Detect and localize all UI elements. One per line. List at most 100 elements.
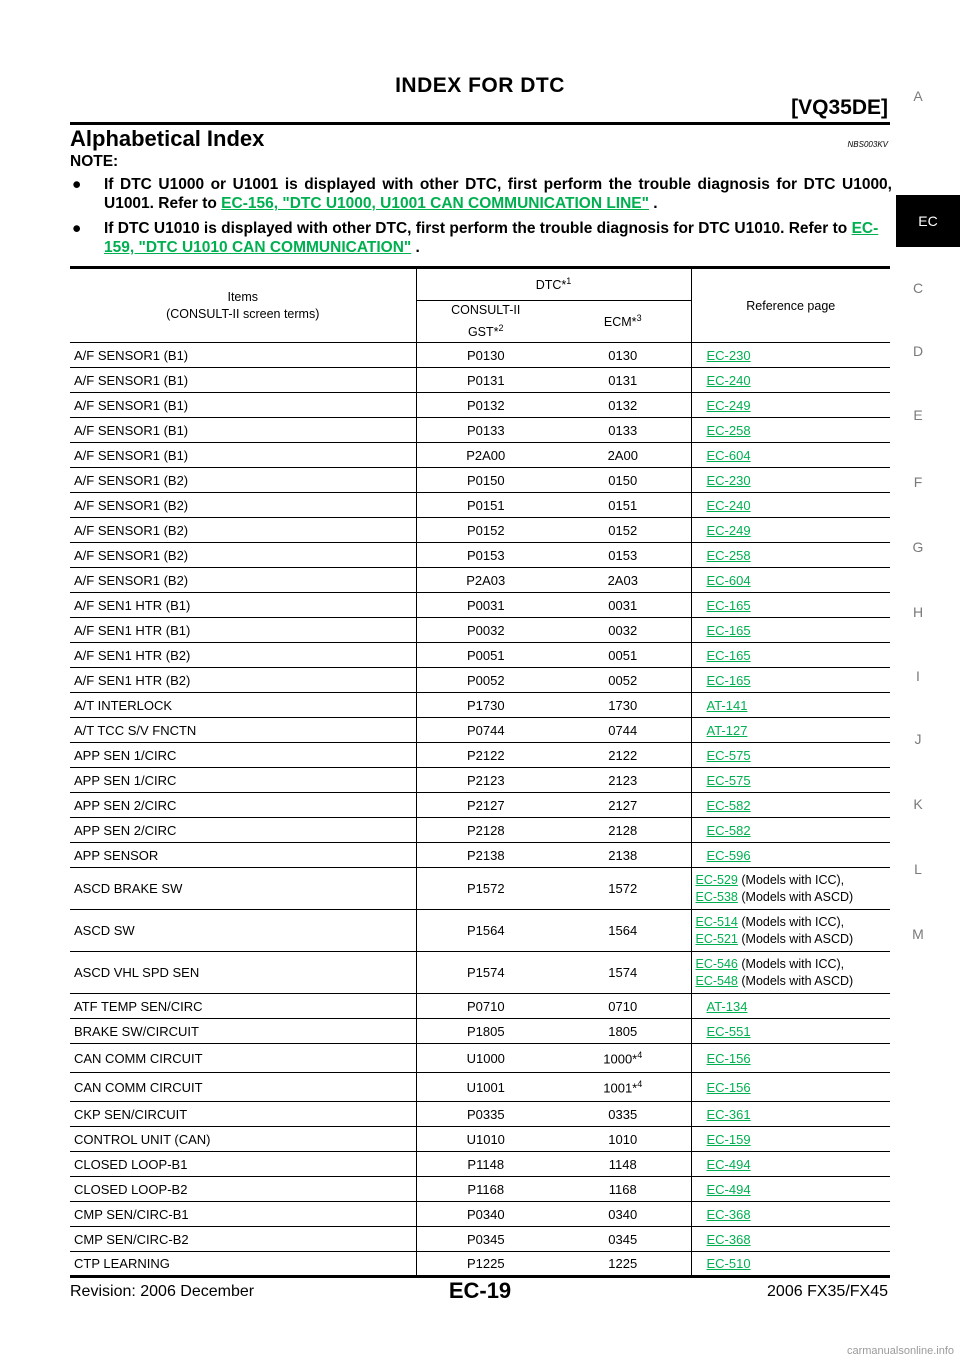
- ecm-code-cell: 0132: [555, 392, 691, 418]
- ecm-code: 2127: [608, 797, 638, 813]
- ecm-code-cell: 0133: [555, 417, 691, 443]
- reference-link[interactable]: EC-258: [706, 422, 751, 438]
- reference-link[interactable]: EC-159: [706, 1131, 751, 1147]
- reference-link[interactable]: EC-596: [706, 847, 751, 863]
- reference-link[interactable]: EC-361: [706, 1106, 751, 1122]
- reference-link[interactable]: EC-230: [706, 472, 751, 488]
- reference-link[interactable]: EC-368: [706, 1231, 751, 1247]
- ecm-code: 2122: [608, 747, 638, 763]
- reference-cell: EC-249: [690, 517, 890, 543]
- item-cell: CMP SEN/CIRC-B2: [70, 1226, 416, 1252]
- reference-header: Reference page: [690, 266, 890, 343]
- reference-link[interactable]: EC-165: [706, 672, 751, 688]
- reference-link[interactable]: EC-494: [706, 1156, 751, 1172]
- reference-link[interactable]: EC-368: [706, 1206, 751, 1222]
- reference-link[interactable]: EC-165: [706, 597, 751, 613]
- reference-link[interactable]: EC-510: [706, 1256, 751, 1271]
- reference-link[interactable]: EC-494: [706, 1181, 751, 1197]
- consult-header-line2: GST*2: [467, 323, 504, 340]
- reference-link[interactable]: EC-156: [706, 1079, 751, 1095]
- note-item: ● If DTC U1010 is displayed with other D…: [70, 219, 892, 257]
- reference-link[interactable]: EC-529: [695, 872, 738, 887]
- reference-link[interactable]: EC-249: [706, 397, 751, 413]
- side-tab-f[interactable]: F: [913, 474, 923, 490]
- reference-link[interactable]: EC-514: [695, 914, 738, 929]
- ecm-code: 0150: [608, 472, 638, 488]
- reference-link[interactable]: AT-141: [706, 697, 748, 713]
- note-link[interactable]: EC-156, "DTC U1000, U1001 CAN COMMUNICAT…: [221, 195, 649, 212]
- item-cell: A/F SENSOR1 (B2): [70, 517, 416, 543]
- ecm-code-cell: 0710: [555, 993, 691, 1019]
- reference-link[interactable]: EC-575: [706, 772, 751, 788]
- ecm-code-cell: 0150: [555, 467, 691, 493]
- ecm-code-cell: 1010: [555, 1126, 691, 1152]
- side-tab-h[interactable]: H: [912, 604, 924, 620]
- reference-cell: EC-240: [690, 492, 890, 518]
- reference-link[interactable]: AT-134: [706, 998, 748, 1014]
- reference-link[interactable]: EC-546: [695, 956, 738, 971]
- note-link[interactable]: EC-159, "DTC U1010 CAN COMMUNICATION": [104, 220, 879, 256]
- footnote-marker: 3: [636, 313, 642, 324]
- side-tab-i[interactable]: I: [916, 668, 920, 684]
- note-text: If DTC U1000 or U1001 is displayed with …: [104, 176, 892, 212]
- reference-link[interactable]: EC-575: [706, 747, 751, 763]
- ecm-code-cell: 2127: [555, 792, 691, 818]
- consult-code-cell: P0152: [415, 517, 555, 543]
- reference-link[interactable]: EC-240: [706, 372, 751, 388]
- side-tab-d[interactable]: D: [912, 343, 924, 359]
- item-cell: A/F SENSOR1 (B1): [70, 342, 416, 368]
- reference-link[interactable]: EC-548: [695, 973, 738, 988]
- side-tab-k[interactable]: K: [913, 796, 923, 812]
- reference-link[interactable]: EC-165: [706, 647, 751, 663]
- reference-link[interactable]: EC-538: [695, 889, 738, 904]
- reference-link[interactable]: EC-165: [706, 622, 751, 638]
- reference-cell: EC-575: [690, 742, 890, 768]
- reference-link[interactable]: EC-604: [706, 447, 751, 463]
- reference-link[interactable]: EC-258: [706, 547, 751, 563]
- item-cell: A/F SENSOR1 (B1): [70, 367, 416, 393]
- side-tab-ec[interactable]: EC: [896, 195, 960, 247]
- side-tab-j[interactable]: J: [914, 731, 922, 747]
- side-tab-c[interactable]: C: [912, 280, 924, 296]
- consult-code-cell: P0031: [415, 592, 555, 618]
- side-tab-g[interactable]: G: [912, 539, 924, 555]
- side-tab-a[interactable]: A: [913, 88, 923, 104]
- consult-code-cell: P0131: [415, 367, 555, 393]
- reference-link[interactable]: EC-582: [706, 797, 751, 813]
- reference-link[interactable]: EC-521: [695, 931, 738, 946]
- reference-link[interactable]: EC-582: [706, 822, 751, 838]
- reference-link[interactable]: AT-127: [706, 722, 748, 738]
- reference-link[interactable]: EC-604: [706, 572, 751, 588]
- reference-link[interactable]: EC-230: [706, 347, 751, 363]
- consult-header: CONSULT-II GST*2: [415, 300, 555, 343]
- item-cell: CTP LEARNING: [70, 1251, 416, 1278]
- side-tab-e[interactable]: E: [913, 407, 923, 423]
- reference-line: EC-529 (Models with ICC),: [696, 872, 891, 889]
- consult-code-cell: P0032: [415, 617, 555, 643]
- reference-link[interactable]: EC-249: [706, 522, 751, 538]
- consult-code-cell: P0345: [415, 1226, 555, 1252]
- reference-cell: EC-604: [690, 567, 890, 593]
- reference-link[interactable]: EC-156: [706, 1050, 751, 1066]
- side-tab-l[interactable]: L: [914, 861, 922, 877]
- ecm-code-cell: 1564: [555, 909, 691, 952]
- reference-cell: EC-165: [690, 617, 890, 643]
- reference-link[interactable]: EC-240: [706, 497, 751, 513]
- ecm-code: 0340: [608, 1206, 638, 1222]
- consult-code-cell: P2122: [415, 742, 555, 768]
- ecm-code-cell: 0340: [555, 1201, 691, 1227]
- item-cell: CMP SEN/CIRC-B1: [70, 1201, 416, 1227]
- reference-link[interactable]: EC-551: [706, 1023, 751, 1039]
- side-tab-m[interactable]: M: [912, 926, 924, 942]
- ecm-code-cell: 0152: [555, 517, 691, 543]
